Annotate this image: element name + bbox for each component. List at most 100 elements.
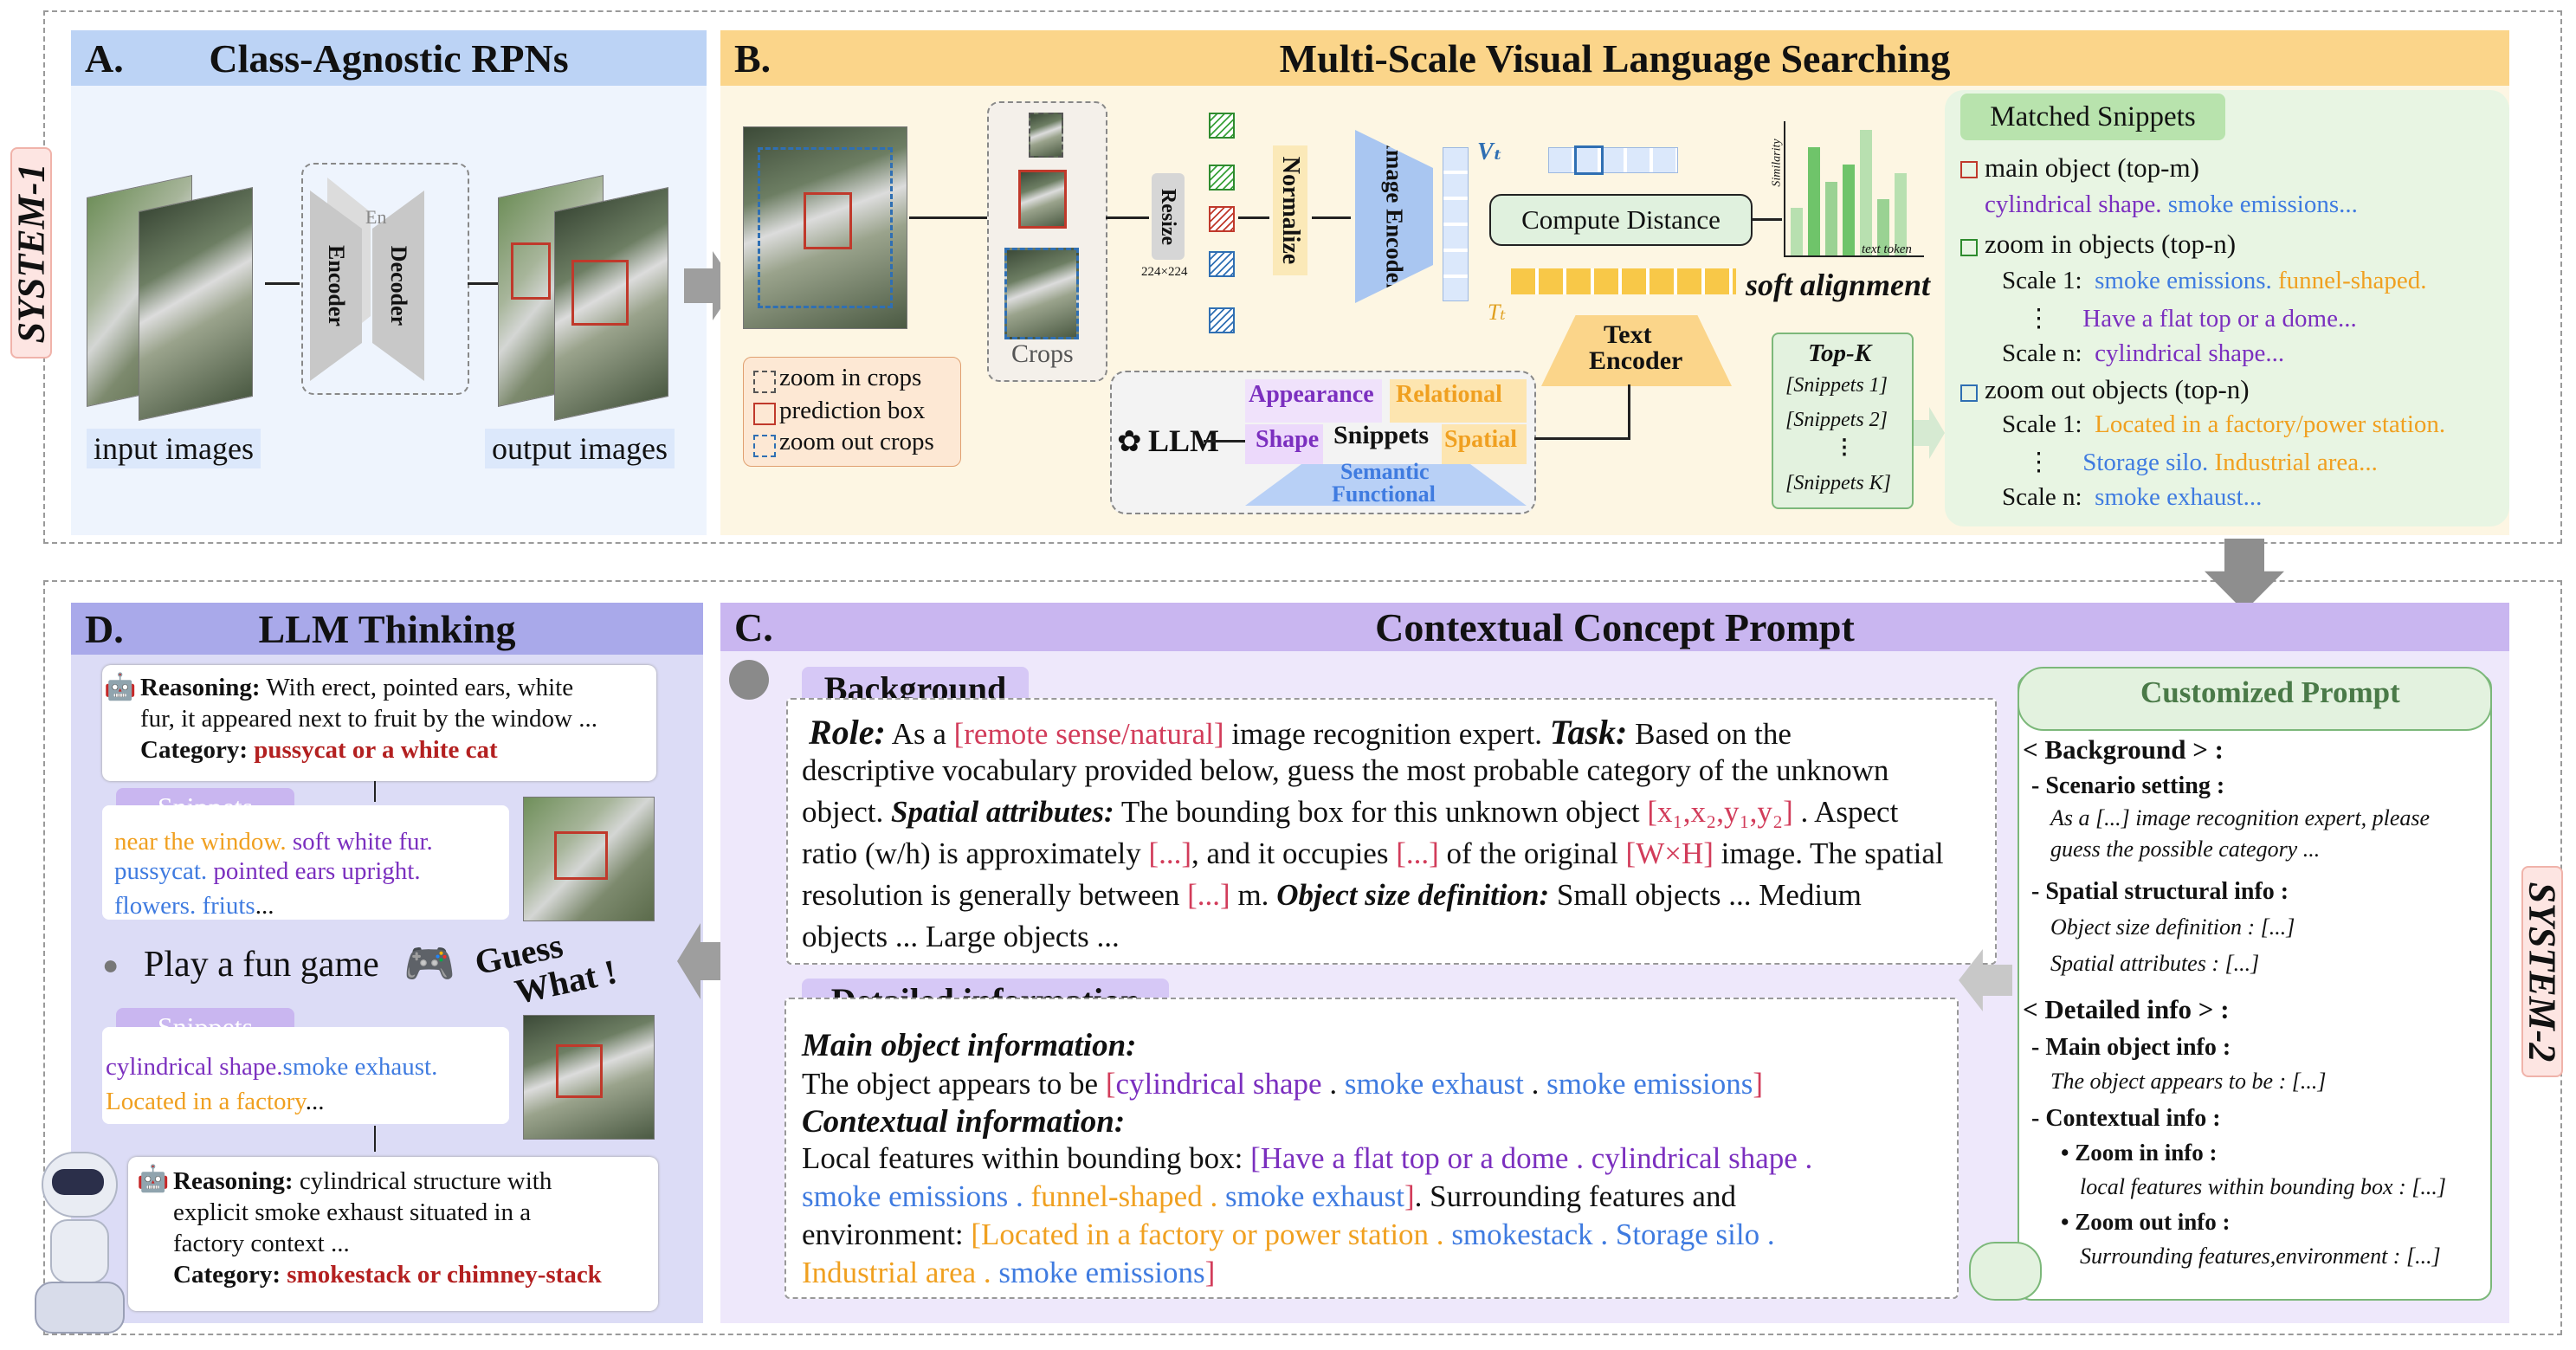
det-line-1: The object appears to be [cylindrical sh… bbox=[802, 1067, 1763, 1101]
vt-label: Vₜ bbox=[1477, 139, 1503, 165]
matched-snippets-title: Matched Snippets bbox=[1960, 94, 2225, 140]
system1-label: SYSTEM-1 bbox=[10, 147, 53, 358]
customized-prompt-title: Customized Prompt bbox=[2140, 675, 2400, 709]
arrow-llm bbox=[1204, 440, 1245, 442]
sim-bar-6 bbox=[1877, 199, 1889, 255]
sim-bar-2 bbox=[1808, 147, 1820, 255]
sim-bar-1 bbox=[1791, 208, 1803, 255]
snippets-2-box bbox=[102, 1027, 509, 1124]
panel-a-title: Class-Agnostic RPNs bbox=[209, 36, 569, 81]
crops-label: Crops bbox=[1011, 339, 1074, 368]
legend-prediction: prediction box bbox=[779, 397, 926, 424]
reasoning-1-box bbox=[102, 665, 656, 781]
reasoning-1-line2: fur, it appeared next to fruit by the wi… bbox=[140, 705, 597, 733]
det-line-3: smoke emissions . funnel-shaped . smoke … bbox=[802, 1179, 1736, 1213]
token-green-1 bbox=[1209, 113, 1235, 139]
cp-zout-t: Surrounding features,environment : [...] bbox=[2080, 1243, 2441, 1269]
topk-item-2: [Snippets 2] bbox=[1785, 409, 1888, 431]
cp-ctx: - Contextual info : bbox=[2031, 1105, 2221, 1132]
soft-alignment-label: soft alignment bbox=[1746, 268, 1931, 302]
panel-d-letter: D. bbox=[85, 606, 124, 651]
reasoning-1-line1: Reasoning: With erect, pointed ears, whi… bbox=[140, 674, 574, 701]
semantic-label: Semantic bbox=[1340, 459, 1430, 484]
cp-spatial: - Spatial structural info : bbox=[2031, 878, 2289, 905]
system2-label: SYSTEM-2 bbox=[2521, 866, 2564, 1077]
resize-size: 224×224 bbox=[1141, 265, 1188, 279]
arrow-to-crops bbox=[909, 216, 987, 219]
sim-bar-7 bbox=[1895, 173, 1907, 255]
legend-zoom-out: zoom out crops bbox=[779, 428, 934, 455]
prediction-box bbox=[804, 192, 852, 249]
play-game-label: Play a fun game bbox=[144, 945, 379, 985]
zoom-in-scalen: Scale n: cylindrical shape... bbox=[2002, 339, 2285, 367]
zoom-out-marker bbox=[1960, 384, 1978, 402]
similarity-axis-label: Similarity bbox=[1770, 139, 1784, 187]
panel-c-header: C. Contextual Concept Prompt bbox=[720, 603, 2509, 651]
appearance-region bbox=[1245, 379, 1382, 423]
customized-prompt-scroll bbox=[2018, 674, 2492, 1301]
similarity-chart bbox=[1784, 121, 1924, 257]
snippets-2-line2: Located in a factory... bbox=[106, 1088, 325, 1115]
panel-d-header: D. LLM Thinking bbox=[71, 603, 703, 655]
bg-line-6: objects ... Large objects ... bbox=[802, 920, 1120, 953]
zoom-in-mid: ⋮ Have a flat top or a dome... bbox=[2026, 305, 2357, 333]
shape-label: Shape bbox=[1256, 426, 1320, 453]
input-images-label: input images bbox=[87, 429, 261, 468]
panel-b-title: Multi-Scale Visual Language Searching bbox=[1279, 36, 1951, 81]
token-green-2 bbox=[1209, 165, 1235, 191]
functional-label: Functional bbox=[1332, 481, 1436, 507]
cp-main-t: The object appears to be : [...] bbox=[2050, 1069, 2327, 1094]
scroll-bottom-curl bbox=[1969, 1242, 2042, 1301]
zoom-in-marker bbox=[1960, 239, 1978, 256]
crop-2 bbox=[1018, 170, 1067, 229]
arrow-d-up bbox=[374, 781, 376, 802]
output-pred-box-2 bbox=[571, 260, 629, 326]
arrow-to-resize bbox=[1106, 216, 1149, 219]
snippets-center-label: Snippets bbox=[1333, 421, 1430, 449]
encoder-back-label: En bbox=[365, 206, 387, 228]
reasoning-2-line2: explicit smoke exhaust situated in a bbox=[173, 1198, 532, 1226]
cp-spatial-t1: Object size definition : [...] bbox=[2050, 914, 2295, 940]
robot-figure bbox=[26, 1152, 130, 1335]
arrow-to-text-encoder-h bbox=[1534, 437, 1630, 440]
reasoning-2-line3: factory context ... bbox=[173, 1230, 350, 1257]
category-1: Category: pussycat or a white cat bbox=[140, 736, 498, 764]
bg-line-2: descriptive vocabulary provided below, g… bbox=[802, 753, 1889, 787]
detailed-info-box bbox=[784, 998, 1959, 1299]
zoom-out-scalen: Scale n: smoke exhaust... bbox=[2002, 483, 2263, 511]
legend-zoom-out-swatch bbox=[753, 435, 776, 457]
cp-zin: • Zoom in info : bbox=[2061, 1140, 2218, 1166]
token-red bbox=[1209, 206, 1235, 232]
cp-bg: < Background > : bbox=[2023, 734, 2224, 765]
topk-item-3: ⋮ bbox=[1834, 436, 1855, 459]
tt-token-row bbox=[1511, 268, 1736, 294]
user-avatar-icon bbox=[729, 660, 769, 700]
spatial-region bbox=[1442, 424, 1527, 464]
tt-label: Tₜ bbox=[1488, 300, 1506, 325]
snippets-1-line2: pussycat. pointed ears upright. bbox=[114, 857, 421, 885]
panel-a-letter: A. bbox=[85, 36, 124, 81]
resize-block: Resize bbox=[1152, 173, 1185, 260]
text-encoder-label-1: Text bbox=[1604, 320, 1652, 349]
legend-zoom-in-swatch bbox=[753, 371, 776, 393]
topk-item-4: [Snippets K] bbox=[1785, 472, 1892, 494]
sim-bar-4 bbox=[1843, 165, 1855, 255]
topk-title: Top-K bbox=[1808, 339, 1872, 367]
matched-snippets-panel bbox=[1945, 90, 2509, 526]
arrow-d-down bbox=[374, 1126, 376, 1152]
compute-distance-box: Compute Distance bbox=[1489, 194, 1753, 246]
factory-photo bbox=[523, 1015, 655, 1140]
input-image-front bbox=[139, 186, 253, 422]
main-info-heading: Main object information: bbox=[802, 1028, 1137, 1063]
zoom-in-scale1: Scale 1: smoke emissions. funnel-shaped. bbox=[2002, 267, 2427, 294]
factory-pred-box bbox=[556, 1044, 603, 1098]
relational-region bbox=[1390, 379, 1527, 423]
vt-token-stack bbox=[1443, 147, 1469, 301]
crop-1 bbox=[1029, 113, 1063, 158]
openai-icon: ✿ bbox=[1117, 426, 1142, 458]
text-encoder-label-2: Encoder bbox=[1589, 346, 1683, 375]
crop-3 bbox=[1004, 248, 1079, 339]
snippets-2-line1: cylindrical shape.smoke exhaust. bbox=[106, 1053, 438, 1081]
panel-b-letter: B. bbox=[734, 36, 772, 81]
sim-bar-3 bbox=[1825, 182, 1837, 255]
